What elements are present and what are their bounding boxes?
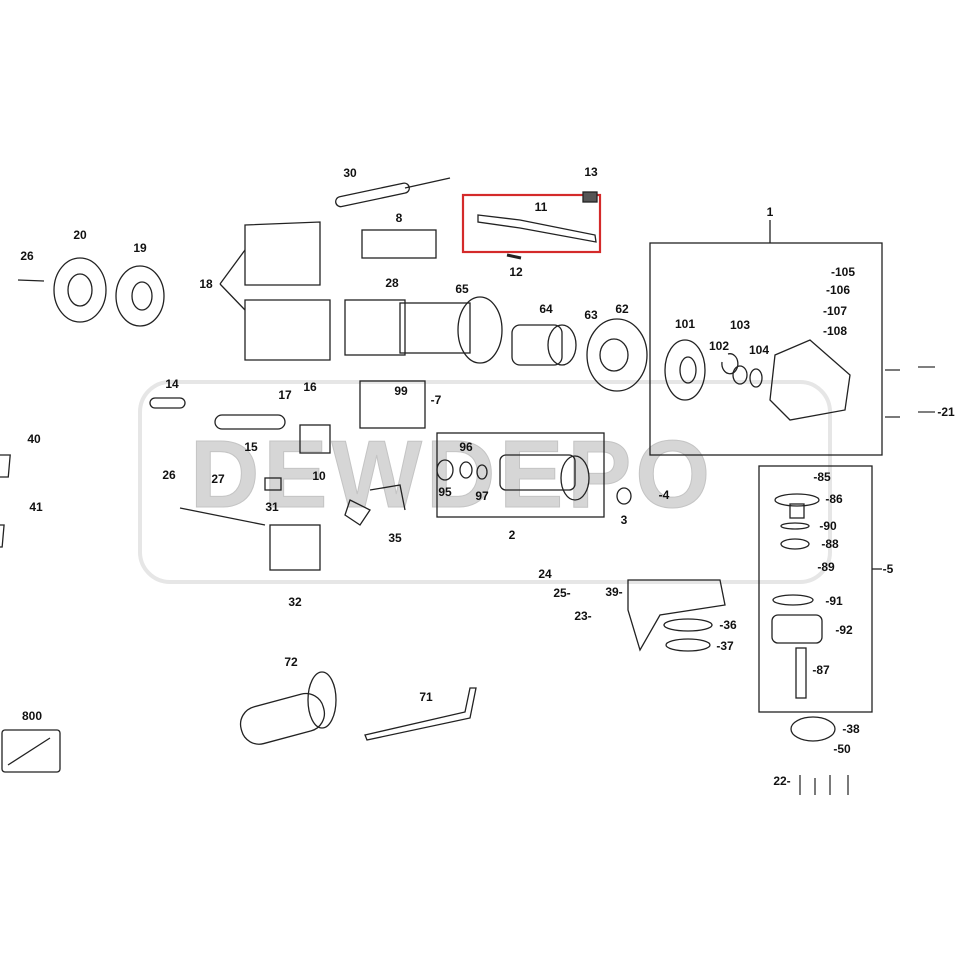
part-callout[interactable]: 10 — [312, 469, 326, 483]
part-callout[interactable]: 24 — [538, 567, 552, 581]
group-box-1 — [649, 242, 883, 456]
group-box-5 — [758, 465, 873, 713]
part-callout[interactable]: -85 — [813, 470, 831, 484]
group-box-2 — [436, 432, 605, 518]
part-callout[interactable]: -105 — [830, 265, 856, 279]
part-shapes — [0, 177, 935, 795]
part-callout[interactable]: 3 — [620, 513, 628, 527]
watermark: DEWDEPO — [189, 421, 715, 529]
part-callout[interactable]: -89 — [817, 560, 835, 574]
part-callout[interactable]: 23- — [574, 609, 592, 623]
part-callout[interactable]: 103 — [729, 318, 751, 332]
part-callout[interactable]: 800 — [21, 709, 43, 723]
part-callout[interactable]: 31 — [265, 500, 279, 514]
part-callout[interactable]: -38 — [842, 722, 860, 736]
part-callout[interactable]: -4 — [658, 488, 670, 502]
part-callout[interactable]: 65 — [455, 282, 469, 296]
part-callout[interactable]: 99 — [394, 384, 408, 398]
part-callout[interactable]: -107 — [822, 304, 848, 318]
part-callout[interactable]: 71 — [419, 690, 433, 704]
watermark-frame — [138, 380, 832, 584]
part-callout[interactable]: -87 — [812, 663, 830, 677]
part-callout[interactable]: 72 — [284, 655, 298, 669]
part-callout[interactable]: 30 — [343, 166, 357, 180]
part-callout[interactable]: 97 — [475, 489, 489, 503]
part-callout[interactable]: -7 — [430, 393, 442, 407]
part-callout[interactable]: 39- — [605, 585, 623, 599]
part-callout[interactable]: 11 — [534, 200, 548, 214]
part-callout[interactable]: 16 — [303, 380, 317, 394]
part-callout[interactable]: 8 — [395, 211, 403, 225]
part-callout[interactable]: 28 — [385, 276, 399, 290]
part-callout[interactable]: 35 — [388, 531, 402, 545]
part-callout[interactable]: 63 — [584, 308, 598, 322]
part-callout[interactable]: 102 — [708, 339, 730, 353]
part-callout[interactable]: 14 — [165, 377, 179, 391]
part-callout[interactable]: 26 — [162, 468, 176, 482]
group-box-8 — [361, 229, 437, 259]
part-callout[interactable]: 19 — [133, 241, 147, 255]
part-callout[interactable]: 32 — [288, 595, 302, 609]
part-callout[interactable]: -92 — [835, 623, 853, 637]
part-callout[interactable]: 101 — [674, 317, 696, 331]
part-callout[interactable]: 104 — [748, 343, 770, 357]
part-callout[interactable]: -108 — [822, 324, 848, 338]
part-callout[interactable]: 64 — [539, 302, 553, 316]
part-callout[interactable]: -36 — [719, 618, 737, 632]
group-box-7 — [359, 380, 426, 429]
part-callout[interactable]: -50 — [833, 742, 851, 756]
part-callout[interactable]: 12 — [509, 265, 523, 279]
part-callout[interactable]: 27 — [211, 472, 225, 486]
part-callout[interactable]: 1 — [766, 205, 774, 219]
part-callout[interactable]: 96 — [459, 440, 473, 454]
part-callout[interactable]: 25- — [553, 586, 571, 600]
part-callout[interactable]: -88 — [821, 537, 839, 551]
part-callout[interactable]: 20 — [73, 228, 87, 242]
part-callout[interactable]: -90 — [819, 519, 837, 533]
part-callout[interactable]: 22- — [773, 774, 791, 788]
part-callout[interactable]: -21 — [937, 405, 955, 419]
part-callout[interactable]: 2 — [508, 528, 516, 542]
part-callout[interactable]: 17 — [278, 388, 292, 402]
part-callout[interactable]: -86 — [825, 492, 843, 506]
highlight-box[interactable] — [461, 193, 602, 254]
part-callout[interactable]: -91 — [825, 594, 843, 608]
part-callout[interactable]: 13 — [584, 165, 598, 179]
part-callout[interactable]: 62 — [615, 302, 629, 316]
part-callout[interactable]: 41 — [29, 500, 43, 514]
part-callout[interactable]: -5 — [882, 562, 894, 576]
part-callout[interactable]: -106 — [825, 283, 851, 297]
part-callout[interactable]: 26 — [20, 249, 34, 263]
part-callout[interactable]: 18 — [199, 277, 213, 291]
part-callout[interactable]: 40 — [27, 432, 41, 446]
part-callout[interactable]: 95 — [438, 485, 452, 499]
part-callout[interactable]: 15 — [244, 440, 258, 454]
part-callout[interactable]: -37 — [716, 639, 734, 653]
